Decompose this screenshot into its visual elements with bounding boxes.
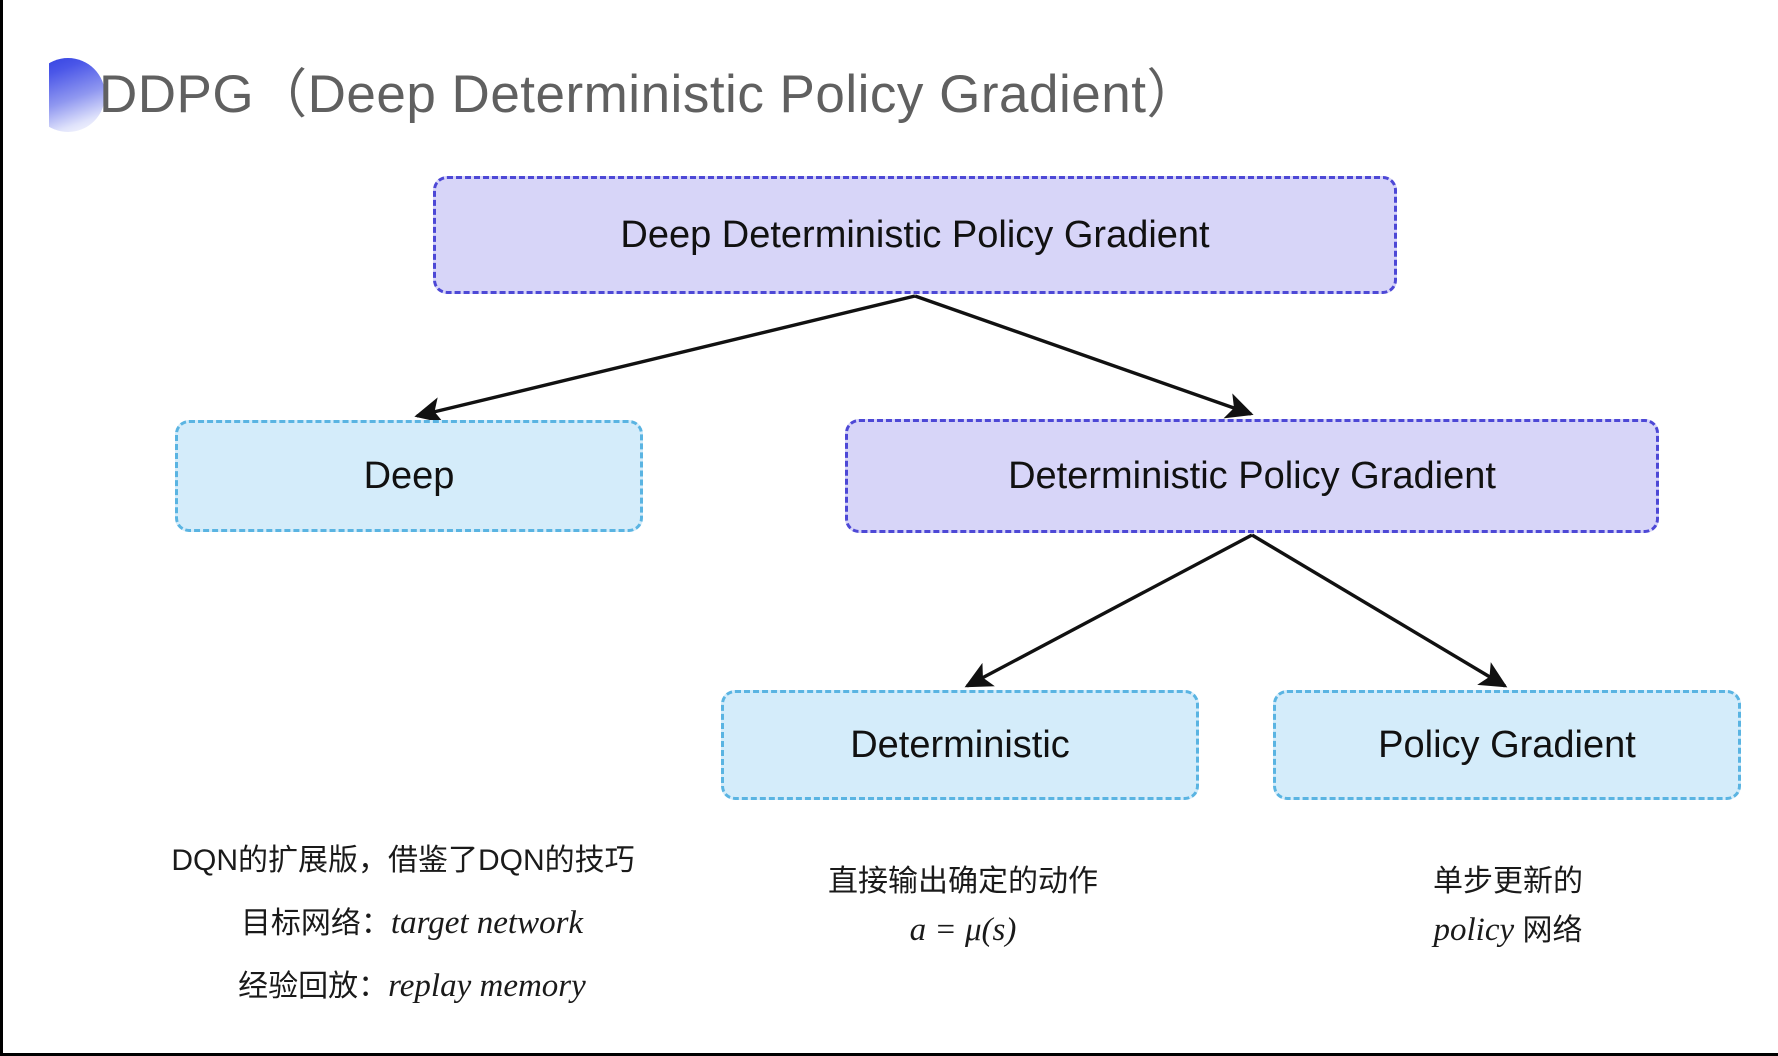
caption-deep: DQN的扩展版，借鉴了DQN的技巧 目标网络：target network 经验… [133,830,673,1018]
caption-deep-line2-en: target network [390,905,584,941]
node-deep[interactable]: Deep [175,420,643,532]
node-label: Deep [363,455,455,497]
node-label: Deep Deterministic Policy Gradient [620,214,1210,256]
edge-ddpg-to-dpg [914,294,1254,419]
caption-policy-gradient-line2: policy 网络 [1273,906,1743,955]
edge-dpg-to-deterministic [964,533,1253,688]
caption-policy-gradient-line2-en: policy [1433,912,1515,948]
caption-deterministic-formula: a = μ(s) [909,912,1017,948]
caption-deep-line1: DQN的扩展版，借鉴了DQN的技巧 [171,844,635,877]
page-title: DDPG（Deep Deterministic Policy Gradient） [99,65,1200,124]
caption-policy-gradient-line1: 单步更新的 [1433,865,1583,898]
node-deep-deterministic-policy-gradient[interactable]: Deep Deterministic Policy Gradient [433,176,1397,294]
caption-deep-line2-cn: 目标网络： [240,907,391,940]
node-label: Deterministic [850,724,1070,766]
node-label: Policy Gradient [1378,724,1636,766]
caption-deep-line3-en: replay memory [388,968,586,1004]
caption-deep-line3: 经验回放：replay memory [133,955,673,1018]
node-deterministic[interactable]: Deterministic [721,690,1199,800]
node-deterministic-policy-gradient[interactable]: Deterministic Policy Gradient [845,419,1659,533]
title-decor-mask [3,50,49,142]
caption-policy-gradient-line2-cn: 网络 [1514,914,1583,947]
edge-dpg-to-policy-gradient [1251,533,1508,688]
node-label: Deterministic Policy Gradient [1008,455,1496,497]
node-policy-gradient[interactable]: Policy Gradient [1273,690,1741,800]
caption-deterministic-line1: 直接输出确定的动作 [828,865,1098,898]
caption-deterministic: 直接输出确定的动作 a = μ(s) [718,858,1208,954]
caption-deep-line2: 目标网络：target network [133,892,673,955]
caption-policy-gradient: 单步更新的 policy 网络 [1273,858,1743,955]
caption-deep-line3-cn: 经验回放： [238,970,389,1003]
edge-ddpg-to-deep [414,294,916,424]
